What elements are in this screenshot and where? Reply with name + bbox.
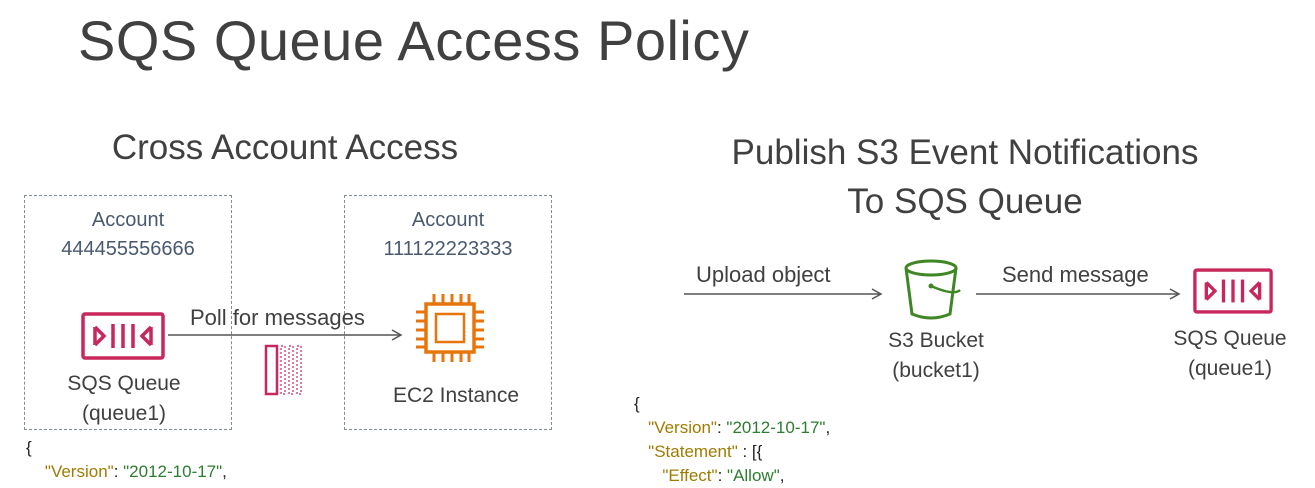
json-open-brace-right: { <box>634 394 640 413</box>
s3-heading-line1: Publish S3 Event Notifications <box>731 133 1199 172</box>
send-arrow-head <box>1169 288 1181 300</box>
s3-sub: (bucket1) <box>892 359 980 382</box>
cross-account-heading: Cross Account Access <box>111 128 459 167</box>
json-version-key-right: "Version" <box>648 418 717 437</box>
account-b-box <box>344 195 552 430</box>
upload-arrow-head <box>871 288 883 300</box>
page-title: SQS Queue Access Policy <box>78 9 750 72</box>
sqs-queue-icon-right <box>1193 268 1273 314</box>
s3-name: S3 Bucket <box>888 329 984 352</box>
json-statement-key: "Statement" <box>648 442 738 461</box>
account-a-id: 444455556666 <box>61 238 195 260</box>
json-version-sep-right: : <box>716 418 727 437</box>
account-b-id: 111122223333 <box>383 238 513 260</box>
sqs-queue-icon <box>81 312 165 360</box>
sqs-sub-left: (queue1) <box>81 402 167 425</box>
sqs-sub-right: (queue1) <box>1187 357 1273 380</box>
send-message-label: Send message <box>1002 262 1149 287</box>
json-version-value-right: "2012-10-17" <box>726 418 826 437</box>
json-effect-value: "Allow" <box>727 466 780 485</box>
account-a-box <box>24 195 232 430</box>
json-statement-sep: : [{ <box>737 442 763 461</box>
account-b-title: Account <box>411 209 485 231</box>
json-effect-comma: , <box>779 466 785 485</box>
s3-bucket-label: S3 Bucket (bucket1) <box>856 326 1016 386</box>
json-version-value-left: "2012-10-17" <box>123 462 223 481</box>
account-b-label: Account 111122223333 <box>344 206 552 264</box>
poll-arrow-head <box>391 329 403 341</box>
right-policy-json: { "Version": "2012-10-17", "Statement" :… <box>634 392 830 488</box>
sqs-queue-label-left: SQS Queue (queue1) <box>44 369 204 429</box>
messages-icon <box>264 344 302 396</box>
json-effect-key: "Effect" <box>662 466 718 485</box>
account-a-label: Account 444455556666 <box>24 206 232 264</box>
upload-object-label: Upload object <box>696 262 831 287</box>
json-open-brace-left: { <box>26 438 32 457</box>
sqs-name-left: SQS Queue <box>67 372 181 395</box>
json-comma-left: , <box>222 462 227 481</box>
json-effect-sep: : <box>717 466 728 485</box>
left-policy-json: { "Version": "2012-10-17", <box>26 436 227 484</box>
ec2-instance-label: EC2 Instance <box>392 384 520 407</box>
json-version-key-left: "Version" <box>44 462 114 481</box>
json-version-comma-right: , <box>825 418 831 437</box>
account-a-title: Account <box>91 209 165 231</box>
s3-bucket-icon <box>904 259 961 320</box>
ec2-chip-icon <box>416 294 484 362</box>
sqs-queue-label-right: SQS Queue (queue1) <box>1150 324 1310 384</box>
s3-heading-line2: To SQS Queue <box>847 182 1083 221</box>
s3-notifications-heading: Publish S3 Event Notifications To SQS Qu… <box>700 128 1230 226</box>
sqs-name-right: SQS Queue <box>1173 327 1287 350</box>
poll-arrow-label: Poll for messages <box>190 305 365 330</box>
json-sep-left: : <box>113 462 124 481</box>
